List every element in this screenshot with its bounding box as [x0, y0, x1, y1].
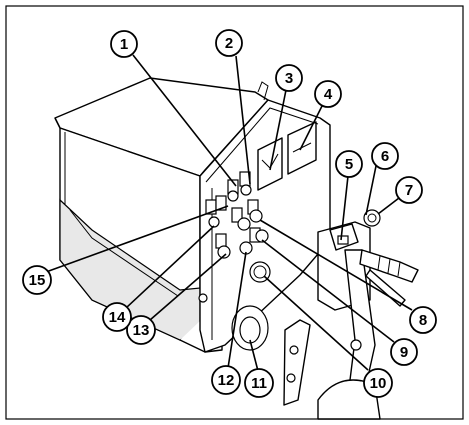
leader-9 — [261, 239, 395, 343]
callout-4-label: 4 — [324, 86, 333, 103]
knob-top-1 — [227, 190, 239, 202]
leader-11 — [249, 339, 259, 372]
tool-shaft — [365, 269, 406, 307]
cable-stub — [257, 81, 269, 101]
callout-5-label: 5 — [345, 156, 353, 173]
leader-13 — [149, 253, 227, 321]
top-knob-inner — [367, 213, 377, 223]
callout-5: 5 — [335, 150, 363, 178]
leader-12 — [227, 251, 247, 369]
callout-6-label: 6 — [381, 148, 389, 165]
callout-15-label: 15 — [29, 272, 46, 289]
knob-top-2 — [240, 184, 252, 196]
leader-14 — [125, 225, 215, 309]
callout-8: 8 — [409, 306, 437, 334]
callout-4: 4 — [314, 80, 342, 108]
leader-4 — [299, 105, 323, 151]
leader-5 — [340, 175, 349, 241]
callout-11-label: 11 — [251, 375, 267, 392]
callout-3: 3 — [275, 64, 303, 92]
callout-8-label: 8 — [419, 312, 427, 329]
knob-left-1 — [208, 216, 220, 228]
stand-screw — [350, 339, 362, 351]
socket-mid-1 — [231, 207, 243, 223]
leader-1 — [132, 54, 237, 187]
knob-left-2 — [217, 245, 231, 259]
round-button-inner — [253, 265, 267, 279]
display-window-left — [257, 137, 283, 191]
main-switch-knob — [239, 316, 261, 344]
socket-left-2 — [215, 195, 227, 211]
callout-10: 10 — [363, 368, 393, 398]
holder-slot — [337, 235, 349, 245]
callout-12-label: 12 — [218, 372, 235, 389]
callout-10-label: 10 — [370, 375, 387, 392]
knob-mid-3 — [255, 229, 269, 243]
callout-7: 7 — [395, 176, 423, 204]
callout-14: 14 — [102, 302, 132, 332]
callout-9: 9 — [390, 338, 418, 366]
callout-11: 11 — [244, 368, 274, 398]
callout-9-label: 9 — [400, 344, 408, 361]
leader-15 — [45, 205, 229, 273]
bevel-line — [69, 209, 179, 297]
callout-3-label: 3 — [285, 70, 293, 87]
device-illustration — [54, 77, 419, 420]
callout-2-label: 2 — [225, 35, 233, 52]
callout-1-label: 1 — [120, 36, 128, 53]
leader-8 — [259, 219, 413, 311]
callout-12: 12 — [211, 365, 241, 395]
clamp-arm — [283, 319, 311, 406]
clamp-screw-2 — [286, 373, 296, 383]
callout-2: 2 — [215, 29, 243, 57]
callout-13-label: 13 — [133, 322, 150, 339]
knob-mid-2 — [237, 217, 251, 231]
leader-2 — [235, 55, 251, 185]
callout-13: 13 — [126, 315, 156, 345]
leader-6 — [365, 165, 377, 216]
tool-grip-lines — [377, 255, 401, 277]
callout-7-label: 7 — [405, 182, 413, 199]
callout-14-label: 14 — [109, 309, 126, 326]
leader-lines — [45, 54, 413, 372]
base-foot — [317, 379, 381, 420]
top-knob — [363, 209, 381, 227]
leader-7 — [377, 197, 400, 215]
callout-15: 15 — [22, 265, 52, 295]
callout-1: 1 — [110, 30, 138, 58]
knob-mid-1 — [249, 209, 263, 223]
side-screw — [198, 293, 208, 303]
front-panel-lip — [205, 107, 319, 183]
clamp-screw-1 — [289, 345, 299, 355]
callout-6: 6 — [371, 142, 399, 170]
leader-3 — [269, 89, 287, 171]
leader-10 — [263, 275, 369, 371]
